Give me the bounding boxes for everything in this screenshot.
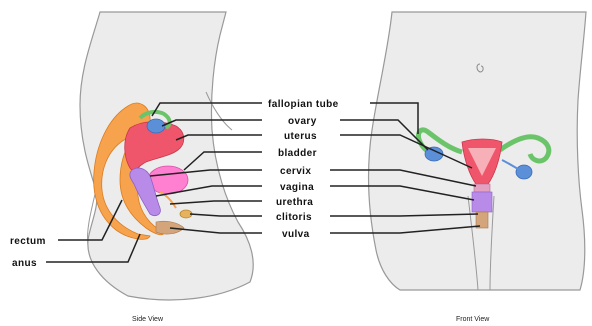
label-ovary: ovary — [288, 116, 317, 127]
label-clitoris: clitoris — [276, 212, 312, 223]
label-fallopian-tube: fallopian tube — [268, 99, 339, 110]
cervix-front — [474, 184, 490, 192]
caption-front-view: Front View — [456, 316, 490, 323]
label-urethra: urethra — [276, 197, 313, 208]
label-vulva: vulva — [282, 229, 310, 240]
label-rectum: rectum — [10, 236, 46, 247]
label-anus: anus — [12, 258, 37, 269]
label-uterus: uterus — [284, 131, 317, 142]
ovary-right — [516, 165, 532, 179]
label-cervix: cervix — [280, 166, 311, 177]
label-vagina: vagina — [280, 182, 314, 193]
front-view-figure — [369, 12, 586, 290]
caption-side-view: Side View — [132, 316, 164, 323]
vagina-front — [472, 192, 492, 212]
side-view-figure — [80, 12, 253, 300]
label-bladder: bladder — [278, 148, 317, 159]
